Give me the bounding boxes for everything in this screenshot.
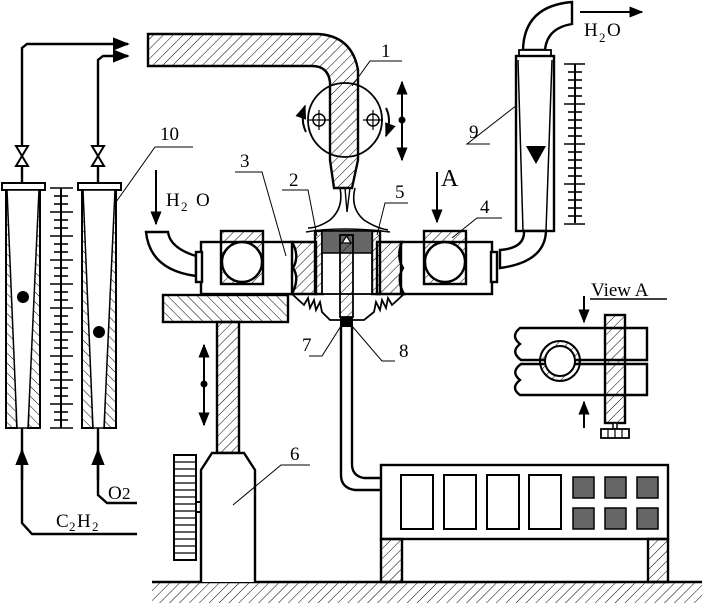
label-water-flowmeter: 9 xyxy=(469,122,479,143)
svg-text:2: 2 xyxy=(69,519,76,534)
svg-text:O: O xyxy=(108,483,122,504)
label-crystal: 2 xyxy=(289,170,299,191)
water-flowmeter xyxy=(498,0,585,270)
float-indicator xyxy=(17,291,29,303)
svg-text:2: 2 xyxy=(92,519,99,534)
gas-flowmeters xyxy=(1,182,122,429)
label-thermocouple: 8 xyxy=(399,341,409,362)
control-button[interactable] xyxy=(604,476,627,499)
svg-text:2: 2 xyxy=(122,484,131,503)
control-button[interactable] xyxy=(636,507,659,530)
control-button[interactable] xyxy=(636,476,659,499)
vertical-move-arrow-icon xyxy=(396,80,408,162)
thermocouple-junction xyxy=(340,317,353,327)
water-inlet-pipe xyxy=(144,230,198,278)
control-buttons xyxy=(572,476,659,530)
svg-text:O: O xyxy=(196,190,210,211)
label-oxygen: O 2 xyxy=(108,483,131,504)
display-window xyxy=(486,474,520,530)
lifting-mechanism xyxy=(173,451,257,582)
display-window xyxy=(443,474,477,530)
display-windows xyxy=(400,474,562,530)
label-view-a: View A xyxy=(591,280,649,301)
label-cooling-ring: 4 xyxy=(480,197,490,218)
water-flowmeter-scale xyxy=(564,63,585,225)
label-gas-flowmeters: 10 xyxy=(160,124,179,145)
view-a-detail xyxy=(513,296,667,439)
floor xyxy=(152,580,702,603)
float-indicator xyxy=(526,146,546,164)
cooling-ring xyxy=(422,229,468,286)
valve-icon[interactable] xyxy=(90,145,106,167)
svg-text:O: O xyxy=(607,20,621,41)
pivot-icon xyxy=(363,110,383,130)
float-indicator xyxy=(93,326,105,338)
leader-lines xyxy=(115,60,518,506)
holder xyxy=(194,229,499,296)
gas-lines xyxy=(14,37,130,183)
control-button[interactable] xyxy=(604,507,627,530)
label-crucible: 5 xyxy=(395,182,405,203)
cooling-ring xyxy=(219,229,265,286)
label-lifting-mechanism: 6 xyxy=(290,444,300,465)
label-water-out: H 2 O xyxy=(584,20,621,45)
label-acetylene: C 2 H 2 xyxy=(56,511,99,534)
vertical-move-arrow-icon xyxy=(198,343,210,427)
svg-text:2: 2 xyxy=(599,30,606,45)
bellows xyxy=(291,293,405,321)
flame xyxy=(305,187,391,233)
gas-flowmeter-scale xyxy=(50,187,73,429)
svg-text:H: H xyxy=(584,20,598,41)
display-window xyxy=(400,474,434,530)
label-water-in: H 2 O xyxy=(166,190,210,214)
gas-supply-lines xyxy=(15,428,137,536)
support-table xyxy=(161,293,290,455)
rotate-arrow-icon xyxy=(295,104,396,138)
svg-text:H: H xyxy=(77,511,91,532)
label-burner: 1 xyxy=(381,41,391,62)
label-holder: 3 xyxy=(240,151,250,172)
label-rod: 7 xyxy=(302,335,312,356)
svg-text:C: C xyxy=(56,511,69,532)
control-button[interactable] xyxy=(572,507,595,530)
label-section-a: A xyxy=(441,166,459,192)
valve-icon[interactable] xyxy=(14,145,30,167)
display-window xyxy=(528,474,562,530)
svg-text:H: H xyxy=(166,190,180,211)
burner xyxy=(146,32,408,190)
control-unit xyxy=(379,463,670,584)
control-button[interactable] xyxy=(572,476,595,499)
pivot-icon xyxy=(309,110,329,130)
handwheel-ribs xyxy=(174,461,196,554)
rod xyxy=(339,234,382,492)
svg-text:2: 2 xyxy=(181,199,188,214)
